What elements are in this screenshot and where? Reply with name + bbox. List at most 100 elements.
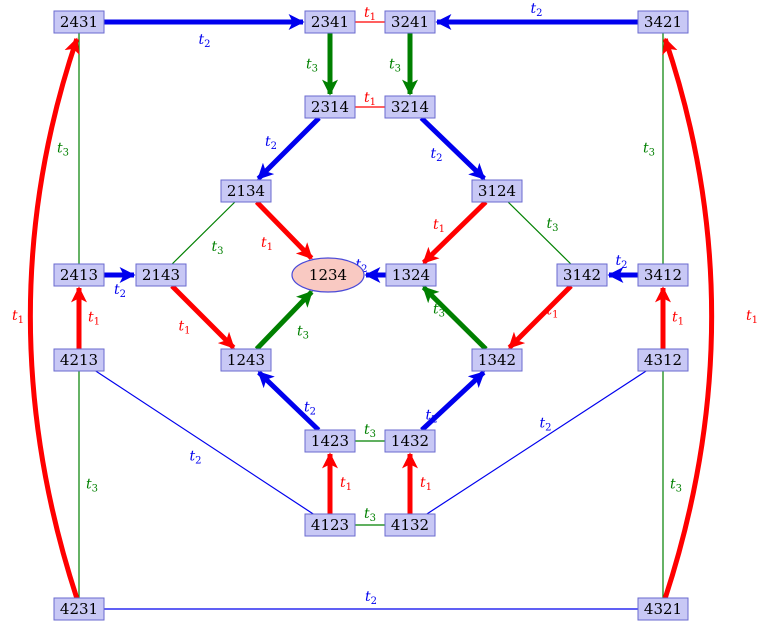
node-label: 1432 [391, 432, 429, 450]
edge-1423-1243 [257, 370, 321, 432]
node-box [53, 348, 105, 372]
node-box [556, 263, 608, 287]
edge-label-4321-3421: t1 [746, 308, 758, 326]
node-label: 3214 [391, 98, 429, 116]
node-3412: 3412 [637, 263, 689, 287]
edge-label-1243-1234: t3 [297, 324, 309, 342]
node-4231: 4231 [53, 597, 105, 621]
node-label: 3421 [644, 13, 682, 31]
edge-label-2341-2314: t3 [306, 57, 318, 75]
node-3214: 3214 [384, 95, 436, 119]
node-1243: 1243 [220, 348, 272, 372]
edge-label-3412-3142: t2 [615, 253, 627, 271]
node-box [304, 10, 356, 34]
edge-label-4312-3412: t1 [672, 310, 684, 328]
node-4213: 4213 [53, 348, 105, 372]
node-label: 2413 [60, 266, 98, 284]
node-1432: 1432 [384, 429, 436, 453]
edge-2314-2134 [256, 116, 321, 181]
edge-label-1324-1234: t2 [355, 257, 367, 275]
edge-1432-1342 [420, 370, 486, 432]
node-4132: 4132 [384, 513, 436, 537]
edge-label-1432-1342: t2 [425, 408, 437, 426]
node-2314: 2314 [304, 95, 356, 119]
edge-label-1423-1432: t3 [364, 422, 376, 440]
node-label: 1243 [227, 351, 265, 369]
edge-label-4213-2413: t1 [88, 310, 100, 328]
edge-label-2143-1243: t1 [178, 319, 190, 337]
edge-label-3124-1324: t1 [433, 217, 445, 235]
node-box [637, 348, 689, 372]
node-box [53, 10, 105, 34]
edge-label-4213-4123: t2 [189, 449, 201, 467]
identity-node-shape [291, 257, 365, 293]
node-box [220, 348, 272, 372]
node-label: 2431 [60, 13, 98, 31]
edge-label-4123-1423: t1 [340, 475, 352, 493]
nodes-layer: 2431 2341 3241 3421 2314 3214 2134 3124 2413 2143… [53, 10, 689, 621]
edge-label-3241-3214: t3 [389, 57, 401, 75]
edge-label-3214-3124: t2 [430, 146, 442, 164]
node-label: 1234 [309, 266, 347, 284]
edge-label-3421-3241: t2 [530, 1, 542, 19]
edge-label-2134-2143: t3 [211, 239, 223, 257]
node-box [220, 179, 272, 203]
node-1324: 1324 [385, 263, 437, 287]
edge-2143-1243 [170, 284, 236, 350]
node-box [637, 263, 689, 287]
edge-label-2134-1234: t1 [261, 235, 273, 253]
node-label: 4312 [644, 351, 682, 369]
node-3124: 3124 [471, 179, 523, 203]
node-label: 3124 [478, 182, 516, 200]
node-label: 4231 [60, 600, 98, 618]
node-label: 3142 [563, 266, 601, 284]
node-3421: 3421 [637, 10, 689, 34]
node-box [637, 597, 689, 621]
edge-label-4312-4132: t2 [539, 416, 551, 434]
node-label: 1342 [478, 351, 516, 369]
node-label: 4213 [60, 351, 98, 369]
edge-label-4312-4321: t3 [670, 477, 682, 495]
edge-label-2413-2143: t2 [114, 282, 126, 300]
edge-4213-4123 [95, 370, 314, 515]
edge-3142-1342 [507, 284, 573, 350]
edge-2134-1234 [254, 200, 314, 260]
edge-label-2431-2341: t2 [198, 32, 210, 50]
edge-4312-4132 [426, 370, 647, 515]
node-2143: 2143 [135, 263, 187, 287]
node-4312: 4312 [637, 348, 689, 372]
edge-label-2341-3241: t1 [364, 5, 376, 23]
node-box [637, 10, 689, 34]
edge-label-4123-4132: t3 [364, 506, 376, 524]
node-2134: 2134 [220, 179, 272, 203]
node-box [385, 263, 437, 287]
edge-3214-3124 [419, 116, 486, 181]
edge-label-1342-1324: t3 [433, 302, 445, 320]
node-3241: 3241 [384, 10, 436, 34]
node-1342: 1342 [471, 348, 523, 372]
node-box [384, 429, 436, 453]
edge-labels-layer: t2 t2 t1 t3 t3 t1 t2 t2 t1 t1 t3 t3 t2 t2 t2 t1 t1 t3 t3 t1… [12, 1, 758, 607]
edge-4231-2431 [28, 37, 80, 599]
node-label: 2134 [227, 182, 265, 200]
node-4123: 4123 [304, 513, 356, 537]
node-box [471, 348, 523, 372]
node-box [53, 597, 105, 621]
node-2413: 2413 [53, 263, 105, 287]
node-box [304, 513, 356, 537]
node-label: 4321 [644, 600, 682, 618]
node-label: 3412 [644, 266, 682, 284]
edge-3124-3142 [507, 201, 572, 265]
edge-4321-3421 [662, 37, 714, 599]
edge-label-2314-3214: t1 [364, 90, 376, 108]
node-box [384, 10, 436, 34]
edge-label-1423-1243: t2 [304, 400, 316, 418]
node-box [384, 95, 436, 119]
node-label: 3241 [391, 13, 429, 31]
edge-label-3142-1342: t1 [546, 303, 558, 321]
node-box [471, 179, 523, 203]
node-box [135, 263, 187, 287]
node-2341: 2341 [304, 10, 356, 34]
node-1423: 1423 [304, 429, 356, 453]
